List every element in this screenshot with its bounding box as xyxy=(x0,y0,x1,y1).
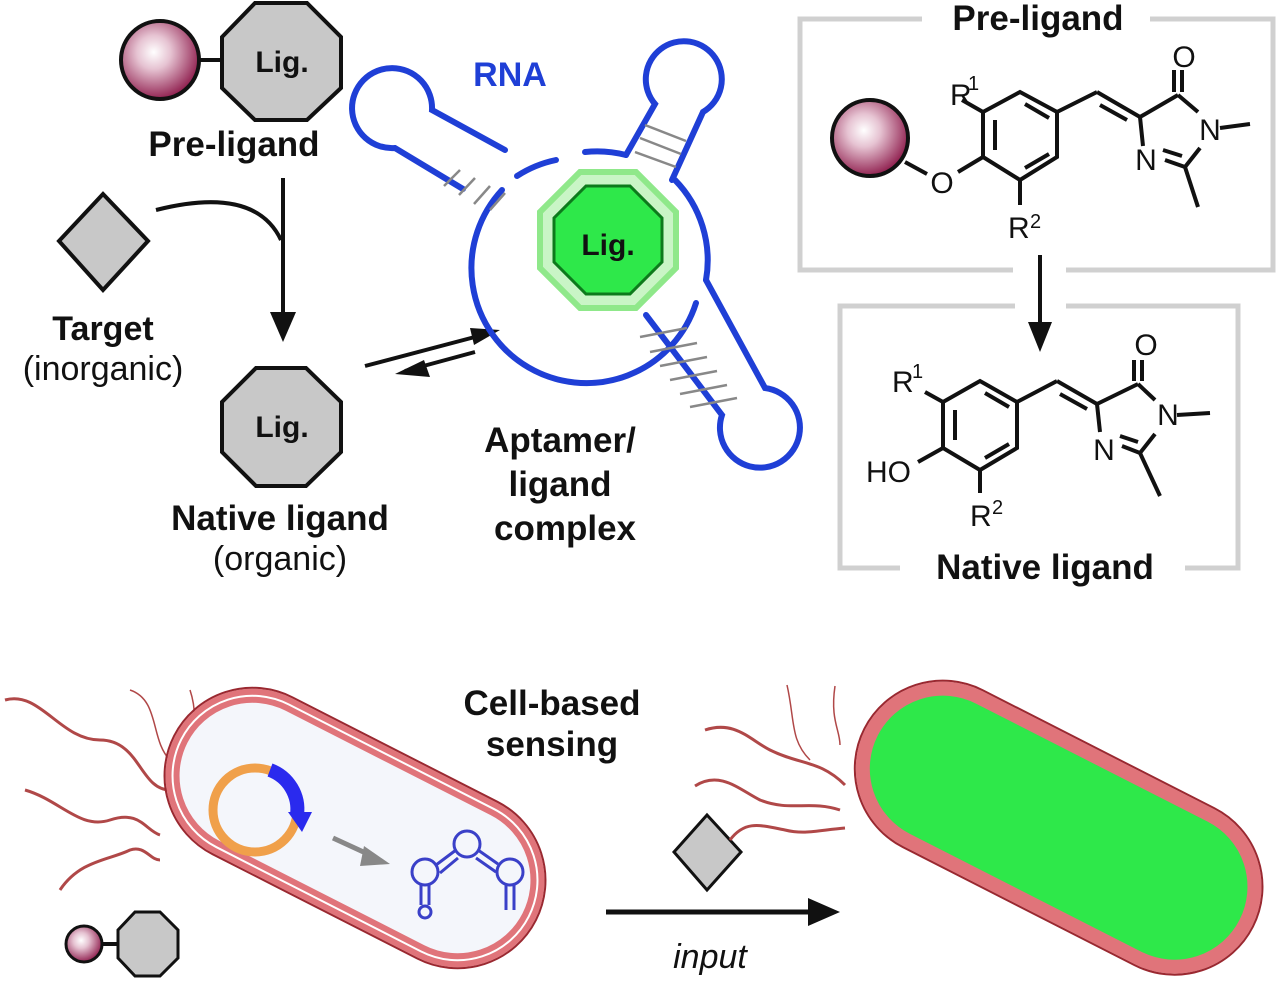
n-methyl-label: N xyxy=(1199,114,1221,147)
r1-label: R xyxy=(892,366,914,399)
rna-label: RNA xyxy=(473,56,547,94)
native-ligand-box xyxy=(837,303,1241,571)
carbonyl-o-label: O xyxy=(1172,41,1195,74)
bacterial-cell-right-fluorescent xyxy=(853,679,1264,976)
pre-ligand-structure-title: Pre-ligand xyxy=(952,0,1123,38)
pre-ligand-structure xyxy=(830,70,1251,208)
native-ligand-structure xyxy=(917,360,1211,497)
complex-label-line1: Aptamer/ xyxy=(484,421,636,460)
r2-label: R xyxy=(970,500,992,533)
pre-ligand-label: Pre-ligand xyxy=(148,125,319,164)
plasmid-icon xyxy=(208,763,312,857)
hydroxyl-label: HO xyxy=(866,456,911,489)
rna-sensor-icon xyxy=(410,829,525,920)
r2-superscript: 2 xyxy=(992,497,1003,519)
bacterial-cell-left xyxy=(163,686,547,970)
lig-label: Lig. xyxy=(581,229,634,262)
cell-sensing-title-line2: sensing xyxy=(486,725,618,764)
n-label: N xyxy=(1135,144,1157,177)
lig-label: Lig. xyxy=(255,46,308,79)
target-sub-label: (inorganic) xyxy=(23,350,184,388)
bound-ligand-icon: Lig. xyxy=(537,169,679,311)
r1-label: R xyxy=(950,79,972,112)
r2-label: R xyxy=(1008,212,1030,245)
input-target-diamond-icon xyxy=(672,812,744,893)
ligand-octagon-icon xyxy=(220,1,343,122)
r1-superscript: 1 xyxy=(968,73,979,95)
n-methyl-label: N xyxy=(1157,399,1179,432)
caged-group-icon xyxy=(830,98,910,178)
pre-ligand-small-icon xyxy=(64,910,180,978)
flagella-left xyxy=(4,689,196,891)
native-ligand-sub-label: (organic) xyxy=(213,540,347,578)
r1-superscript: 1 xyxy=(912,361,923,383)
complex-label-line2: ligand xyxy=(508,465,611,504)
caged-group-icon xyxy=(119,19,201,101)
base-pair-lines xyxy=(443,123,738,409)
cell-sensing-title-line1: Cell-based xyxy=(464,684,641,723)
flagella-right xyxy=(694,684,847,841)
expression-arrow-icon xyxy=(331,835,390,866)
oxygen-label: O xyxy=(930,167,953,200)
n-label: N xyxy=(1093,434,1115,467)
lig-label: Lig. xyxy=(255,411,308,444)
rna-aptamer-icon xyxy=(349,38,803,471)
native-ligand-label: Native ligand xyxy=(171,499,389,538)
pre-ligand-box xyxy=(797,16,1276,273)
arrowhead-icon xyxy=(270,312,296,342)
arrowhead-icon xyxy=(808,898,840,926)
native-ligand-structure-title: Native ligand xyxy=(936,548,1154,587)
carbonyl-o-label: O xyxy=(1134,329,1157,362)
input-label: input xyxy=(673,938,748,976)
r2-superscript: 2 xyxy=(1030,211,1041,233)
target-label: Target xyxy=(52,310,153,348)
equilibrium-arrows-icon xyxy=(364,328,500,377)
pre-ligand-icon: Lig. xyxy=(119,1,343,122)
target-reaction-curve xyxy=(155,200,283,241)
native-ligand-icon: Lig. xyxy=(220,366,343,488)
arrowhead-icon xyxy=(1028,322,1052,352)
complex-label-line3: complex xyxy=(494,509,637,548)
target-diamond-icon xyxy=(56,191,151,293)
